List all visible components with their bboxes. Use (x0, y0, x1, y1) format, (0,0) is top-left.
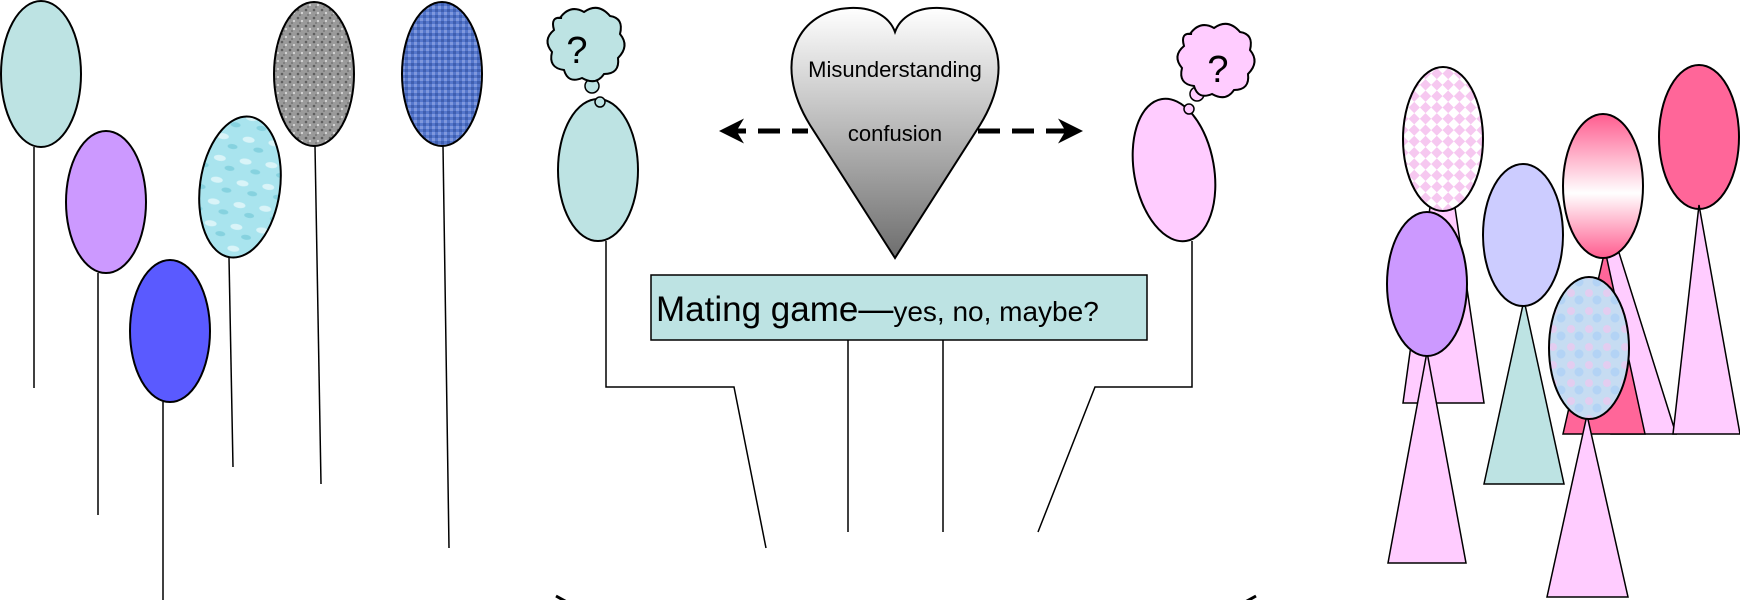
crowd-head-checkered (1402, 66, 1484, 212)
right-thought-mark: ? (1207, 49, 1228, 91)
crowd-body (1546, 414, 1629, 598)
crowd-head-mottled (1548, 276, 1630, 420)
right-thought-bubble: ? (1176, 22, 1256, 115)
heart-text-line1: Misunderstanding (808, 57, 982, 82)
crowd-body (1387, 351, 1467, 564)
balloon-granite-texture (273, 1, 355, 147)
center-scene: ? Misunderstanding confusion Mating game… (546, 6, 1257, 600)
crowd-head-lavender (1386, 211, 1468, 357)
balloon-water-texture (198, 115, 282, 259)
balloon-string (314, 145, 322, 485)
balloon-blue (129, 259, 211, 403)
caption-rest: yes, no, maybe? (893, 296, 1098, 327)
balloon-teal (0, 0, 82, 148)
left-figure-string (605, 241, 767, 549)
balloon-lavender (65, 130, 147, 274)
right-figure-string (1037, 241, 1193, 533)
caption-box: Mating game—yes, no, maybe? (650, 274, 1148, 532)
right-figure: ? (1037, 22, 1256, 533)
left-figure-balloon (557, 98, 639, 242)
left-thought-mark: ? (566, 30, 587, 72)
left-figure: ? (546, 6, 767, 549)
misunderstanding-heart: Misunderstanding confusion (790, 6, 1000, 260)
left-thought-bubble: ? (546, 6, 626, 108)
balloon-string (228, 257, 234, 468)
balloon-denim-texture (401, 1, 483, 147)
balloon-string (442, 145, 450, 549)
left-balloon-group (0, 0, 483, 600)
crowd-body (1483, 299, 1565, 485)
lower-arrow-tip (555, 594, 567, 600)
caption-main: Mating game (656, 290, 858, 329)
heart-text-line2: confusion (848, 121, 942, 146)
caption-text: Mating game—yes, no, maybe? (656, 290, 1099, 329)
lower-arrow-tip (1245, 594, 1257, 600)
right-figure-balloon (1131, 97, 1217, 243)
heart-shape (790, 6, 1000, 260)
crowd-head-hot-pink (1658, 64, 1740, 210)
crowd-head-pink-gradient (1562, 113, 1644, 259)
caption-dash: — (858, 290, 893, 329)
crowd-body (1672, 204, 1740, 435)
right-crowd-group (1386, 64, 1740, 598)
crowd-head-periwinkle (1482, 163, 1564, 307)
